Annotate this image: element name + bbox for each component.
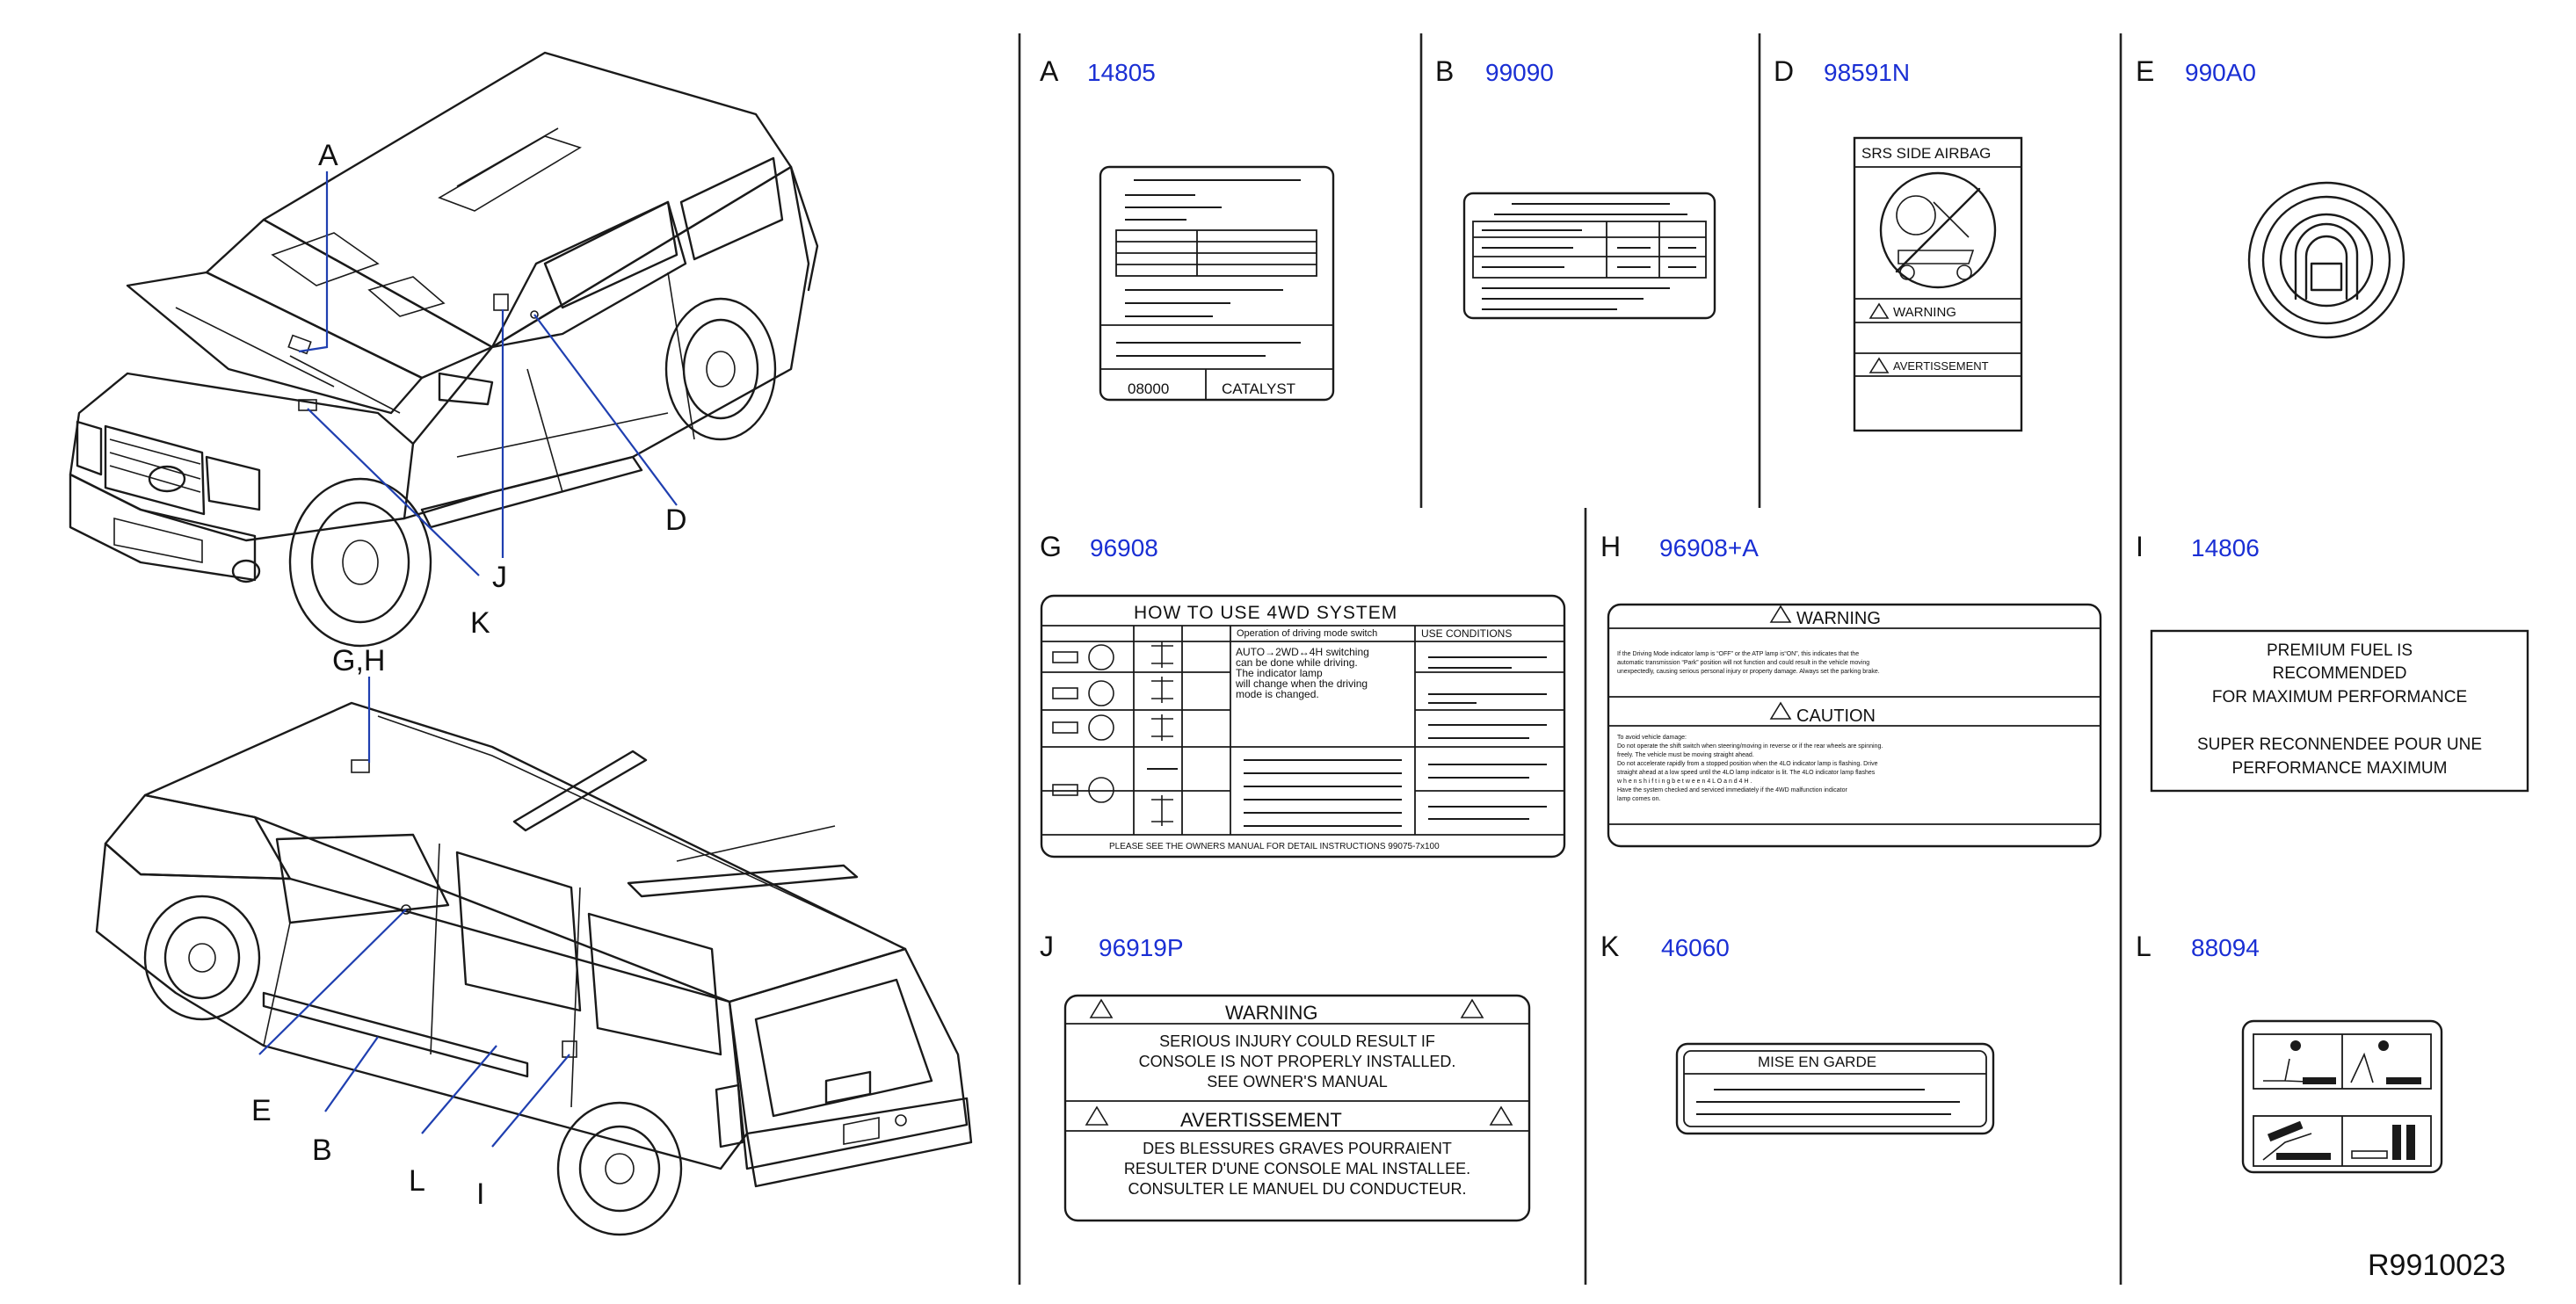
panel-e-letter: E — [2136, 55, 2154, 87]
panel-b-part-number: 99090 — [1485, 59, 1554, 86]
label-96908a-warning-caution: WARNING If the Driving Mode indicator la… — [1607, 603, 2102, 848]
label-990a0-round-emblem — [2247, 181, 2405, 339]
label-46060-mise-en-garde: MISE EN GARDE — [1675, 1042, 1995, 1135]
panel-h: H 96908+A WARNING If the Driving Mode in… — [1600, 531, 2102, 848]
panel-e: E 990A0 — [2136, 55, 2405, 339]
seat-fold-icon — [2262, 1040, 2421, 1161]
label-96919p-console-warning: WARNING SERIOUS INJURY COULD RESULT IF C… — [1063, 994, 1531, 1222]
label-j-fr-3: CONSULTER LE MANUEL DU CONDUCTEUR. — [1128, 1180, 1466, 1198]
panel-d: D 98591N SRS SIDE AIRBAG WARNING AVERTIS… — [1774, 55, 2023, 432]
panel-i-letter: I — [2136, 531, 2144, 562]
label-g-body-1: AUTO→2WD↔4H switching — [1236, 646, 1369, 658]
panel-l-letter: L — [2136, 931, 2152, 962]
label-a-cell-catalyst: CATALYST — [1222, 380, 1295, 397]
label-h-caution-8: lamp comes on. — [1617, 796, 1660, 802]
label-k-title: MISE EN GARDE — [1758, 1054, 1876, 1070]
label-14806-premium-fuel: PREMIUM FUEL IS RECOMMENDED FOR MAXIMUM … — [2150, 629, 2529, 793]
panel-k: K 46060 MISE EN GARDE — [1600, 931, 1995, 1135]
label-g-body-5: mode is changed. — [1236, 688, 1319, 700]
label-h-caution-2: Do not operate the shift switch when ste… — [1617, 743, 1883, 750]
label-h-warn-2: automatic transmission “Park” position w… — [1617, 660, 1869, 666]
label-h-caution-6: w h e n s h i f t i n g b e t w e e n 4 … — [1616, 779, 1752, 785]
label-96908-how-to-use-4wd: HOW TO USE 4WD SYSTEM Operation of drivi… — [1040, 594, 1566, 858]
label-j-fr-2: RESULTER D'UNE CONSOLE MAL INSTALLEE. — [1124, 1160, 1470, 1177]
panel-j: J 96919P WARNING SERIOUS INJURY COULD RE… — [1040, 931, 1531, 1222]
panel-k-part-number: 46060 — [1661, 934, 1730, 961]
label-h-warning: WARNING — [1796, 609, 1881, 628]
callout-e: E — [251, 1094, 272, 1127]
label-i-line-1: PREMIUM FUEL IS — [2267, 641, 2413, 660]
label-g-col-operation: Operation of driving mode switch — [1237, 628, 1377, 639]
label-h-caution: CAUTION — [1796, 706, 1876, 726]
panel-b-letter: B — [1435, 55, 1454, 87]
label-h-warn-1: If the Driving Mode indicator lamp is “O… — [1617, 651, 1859, 657]
panel-e-part-number: 990A0 — [2185, 59, 2256, 86]
label-g-footer: PLEASE SEE THE OWNERS MANUAL FOR DETAIL … — [1109, 842, 1440, 851]
callout-l: L — [409, 1164, 425, 1198]
panel-i-part-number: 14806 — [2191, 534, 2260, 561]
label-14805-emission: 08000 CATALYST — [1099, 165, 1335, 402]
panel-i: I 14806 PREMIUM FUEL IS RECOMMENDED FOR … — [2136, 531, 2529, 793]
panel-d-letter: D — [1774, 55, 1794, 87]
label-d-title: SRS SIDE AIRBAG — [1861, 145, 1991, 162]
label-99090-tire-info — [1462, 192, 1716, 320]
panel-b: B 99090 — [1435, 55, 1716, 320]
vehicle-front-view — [69, 51, 819, 648]
label-j-warning: WARNING — [1225, 1002, 1318, 1024]
label-j-fr-1: DES BLESSURES GRAVES POURRAIENT — [1143, 1140, 1452, 1157]
label-h-caution-4: Do not accelerate rapidly from a stopped… — [1617, 761, 1878, 767]
callout-b: B — [312, 1134, 332, 1167]
label-g-title: HOW TO USE 4WD SYSTEM — [1134, 603, 1397, 623]
panel-h-letter: H — [1600, 531, 1621, 562]
label-88094-seat-instructions — [2241, 1019, 2443, 1174]
panel-j-letter: J — [1040, 931, 1054, 962]
panel-l: L 88094 — [2136, 931, 2443, 1174]
callout-i: I — [476, 1177, 484, 1211]
leader-lines-front — [298, 171, 678, 576]
label-g-col-use: USE CONDITIONS — [1421, 627, 1512, 640]
panel-g-letter: G — [1040, 531, 1062, 562]
panel-k-letter: K — [1600, 931, 1619, 962]
reference-code: R9910023 — [2368, 1249, 2506, 1282]
label-i-line-4: SUPER RECONNENDEE POUR UNE — [2197, 735, 2482, 754]
label-a-cell-code: 08000 — [1128, 380, 1169, 397]
callout-j: J — [492, 561, 507, 594]
label-i-line-5: PERFORMANCE MAXIMUM — [2232, 759, 2448, 778]
label-g-body-3: The indicator lamp — [1236, 667, 1323, 679]
panel-j-part-number: 96919P — [1099, 934, 1184, 961]
no-child-seat-icon — [1879, 171, 1997, 289]
label-h-warn-3: unexpectedly, causing serious personal i… — [1617, 669, 1880, 675]
label-h-caution-1: To avoid vehicle damage: — [1617, 735, 1687, 741]
label-j-avertissement: AVERTISSEMENT — [1180, 1109, 1342, 1131]
panel-g: G 96908 HOW TO USE 4WD SYSTEM Operation … — [1040, 531, 1566, 858]
callout-k: K — [470, 606, 490, 640]
label-j-en-1: SERIOUS INJURY COULD RESULT IF — [1159, 1032, 1435, 1050]
panel-grid — [1018, 33, 2122, 1285]
panel-d-part-number: 98591N — [1824, 59, 1910, 86]
label-g-body-2: can be done while driving. — [1236, 656, 1358, 669]
label-g-body-4: will change when the driving — [1235, 677, 1368, 690]
label-98591n-srs-side-airbag: SRS SIDE AIRBAG WARNING AVERTISSEMENT — [1853, 136, 2023, 432]
vehicle-rear-view — [95, 701, 973, 1236]
label-d-warning: WARNING — [1893, 305, 1956, 320]
panel-l-part-number: 88094 — [2191, 934, 2260, 961]
label-h-caution-7: Have the system checked and serviced imm… — [1617, 787, 1848, 793]
leader-lines-rear — [258, 677, 570, 1148]
callout-d: D — [665, 503, 687, 537]
panel-a-part-number: 14805 — [1087, 59, 1156, 86]
label-j-en-3: SEE OWNER'S MANUAL — [1207, 1073, 1387, 1090]
panel-g-part-number: 96908 — [1090, 534, 1158, 561]
callout-a: A — [318, 139, 338, 172]
panel-a: A 14805 08000 CATALYST — [1040, 55, 1335, 402]
label-d-avertissement: AVERTISSEMENT — [1893, 359, 1989, 373]
label-h-caution-3: freely. The vehicle must be moving strai… — [1617, 752, 1754, 758]
callout-gh: G,H — [332, 644, 385, 677]
label-i-line-2: RECOMMENDED — [2272, 664, 2406, 683]
panel-a-letter: A — [1040, 55, 1059, 87]
panel-h-part-number: 96908+A — [1659, 534, 1759, 561]
label-i-line-3: FOR MAXIMUM PERFORMANCE — [2212, 688, 2467, 706]
label-j-en-2: CONSOLE IS NOT PROPERLY INSTALLED. — [1139, 1053, 1456, 1070]
label-h-caution-5: straight ahead at a low speed until the … — [1617, 770, 1876, 776]
